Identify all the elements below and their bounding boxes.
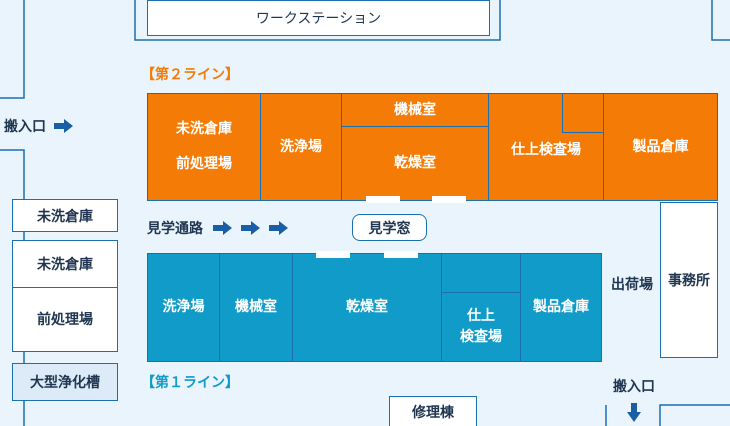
left-lower-cell: 前処理場 bbox=[13, 288, 117, 350]
office: 事務所 bbox=[660, 202, 718, 358]
line2-finishing-inspection-label: 仕上検査場 bbox=[511, 141, 581, 158]
tour-passage: 見学通路 bbox=[147, 216, 289, 240]
line2-drying-room-label: 乾燥室 bbox=[394, 155, 436, 171]
septic-tank: 大型浄化槽 bbox=[12, 363, 118, 401]
line2-drying-room: 乾燥室 bbox=[341, 126, 489, 201]
line2-preprocessing-label: 前処理場 bbox=[176, 156, 232, 172]
line1-product-warehouse-label: 製品倉庫 bbox=[533, 299, 589, 315]
line1-drying-room-label: 乾燥室 bbox=[346, 299, 388, 315]
line2-window-gap-2 bbox=[432, 196, 466, 203]
left-unwashed-warehouse-2-label: 未洗倉庫 bbox=[37, 257, 93, 273]
entrance-left-label: 搬入口 bbox=[4, 119, 46, 135]
line2-window-gap-1 bbox=[366, 196, 400, 203]
line2-unwashed-warehouse-label: 未洗倉庫 bbox=[176, 121, 232, 137]
line1-window-gap-2 bbox=[384, 251, 418, 258]
line1-machine-room: 機械室 bbox=[219, 253, 293, 362]
line1-finishing-label-1: 仕上 bbox=[467, 308, 495, 324]
office-label: 事務所 bbox=[668, 273, 710, 289]
arrow-right-icon bbox=[241, 221, 260, 235]
left-unwashed-warehouse-label: 未洗倉庫 bbox=[37, 208, 93, 225]
arrow-right-icon bbox=[269, 221, 288, 235]
septic-tank-label: 大型浄化槽 bbox=[30, 375, 100, 391]
entrance-bottom-right-label: 搬入口 bbox=[613, 379, 655, 395]
arrow-down-icon bbox=[627, 403, 641, 422]
shipping-label: 出荷場 bbox=[611, 277, 653, 293]
tour-window: 見学窓 bbox=[352, 214, 427, 241]
shipping-area: 出荷場 bbox=[604, 272, 660, 296]
line1-washing: 洗浄場 bbox=[147, 253, 220, 362]
line2-product-warehouse: 製品倉庫 bbox=[603, 93, 718, 201]
line2-product-warehouse-label: 製品倉庫 bbox=[632, 138, 689, 155]
line1-upper-room bbox=[441, 253, 533, 293]
line1-window-gap-1 bbox=[316, 251, 350, 258]
line1-product-warehouse: 製品倉庫 bbox=[520, 253, 602, 362]
arrow-right-icon bbox=[213, 221, 232, 235]
line1-drying-room: 乾燥室 bbox=[292, 253, 442, 362]
entrance-left: 搬入口 bbox=[4, 114, 94, 138]
tour-passage-label: 見学通路 bbox=[147, 221, 203, 237]
line1-finishing-inspection: 仕上 検査場 bbox=[441, 292, 521, 362]
left-unwashed-warehouse: 未洗倉庫 bbox=[12, 199, 118, 232]
arrow-right-icon bbox=[54, 119, 73, 133]
line2-machine-room-label: 機械室 bbox=[394, 101, 436, 118]
left-unwashed-preprocessing: 未洗倉庫 前処理場 bbox=[12, 240, 118, 352]
line2-machine-room: 機械室 bbox=[341, 93, 489, 127]
left-upper-cell: 未洗倉庫 bbox=[13, 241, 117, 288]
line1-washing-label: 洗浄場 bbox=[162, 299, 205, 315]
workstation-box: ワークステーション bbox=[147, 0, 490, 36]
repair-building-label: 修理棟 bbox=[412, 404, 454, 421]
line2-washing: 洗浄場 bbox=[260, 93, 342, 201]
line1-finishing-label-2: 検査場 bbox=[460, 329, 502, 345]
line2-washing-label: 洗浄場 bbox=[280, 138, 322, 155]
workstation-label: ワークステーション bbox=[255, 11, 382, 27]
entrance-bottom-right: 搬入口 bbox=[604, 375, 664, 397]
line1-title: 【第１ライン】 bbox=[141, 375, 239, 391]
left-preprocessing-label: 前処理場 bbox=[37, 312, 93, 328]
tour-window-label: 見学窓 bbox=[368, 220, 411, 237]
line2-title: 【第２ライン】 bbox=[141, 67, 239, 83]
line2-small-room bbox=[562, 93, 604, 133]
line2-unwashed-preprocessing: 未洗倉庫 前処理場 bbox=[147, 93, 261, 201]
line1-machine-room-label: 機械室 bbox=[235, 299, 277, 315]
repair-building: 修理棟 bbox=[389, 396, 477, 426]
